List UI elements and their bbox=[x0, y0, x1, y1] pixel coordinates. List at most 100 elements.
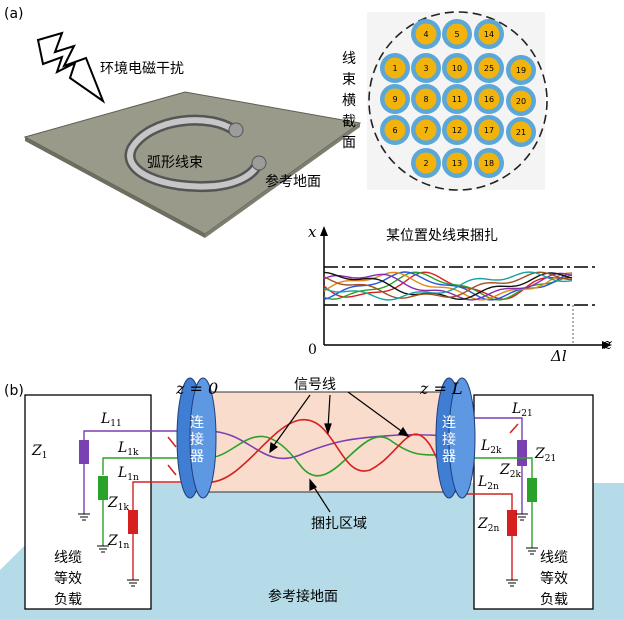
wire-number: 7 bbox=[423, 126, 428, 135]
wire-number: 5 bbox=[454, 30, 459, 39]
svg-text:L11: L11 bbox=[100, 411, 122, 429]
wire-number: 4 bbox=[423, 30, 428, 39]
svg-text:横: 横 bbox=[342, 93, 356, 109]
cross-section-label: 线 束 横 截 面 bbox=[342, 51, 356, 151]
lightning-icon bbox=[36, 31, 106, 104]
svg-text:截: 截 bbox=[342, 114, 356, 130]
left-labels: L11 L1k L1n Z1 Z1k Z1n bbox=[31, 411, 139, 551]
svg-text:接: 接 bbox=[190, 431, 204, 448]
svg-text:Z2n: Z2n bbox=[477, 516, 499, 534]
wire-core bbox=[478, 88, 500, 110]
panel-b-label: (b) bbox=[4, 383, 24, 399]
twist-title: 某位置处线束捆扎 bbox=[386, 228, 498, 244]
wire-core bbox=[510, 90, 532, 112]
signal-wires bbox=[206, 419, 453, 489]
svg-text:连: 连 bbox=[190, 415, 204, 431]
svg-text:L21: L21 bbox=[511, 401, 533, 419]
svg-text:器: 器 bbox=[190, 449, 204, 465]
svg-text:Z1: Z1 bbox=[31, 443, 47, 461]
svg-text:连: 连 bbox=[442, 415, 456, 431]
svg-text:Z21: Z21 bbox=[534, 446, 556, 464]
svg-text:束: 束 bbox=[342, 72, 356, 88]
wire-core bbox=[478, 23, 500, 45]
bundle-region bbox=[196, 391, 457, 493]
wire-number: 11 bbox=[452, 95, 462, 104]
svg-text:接: 接 bbox=[442, 431, 456, 448]
ground-label: 参考地面 bbox=[265, 173, 321, 190]
delta-l-label: Δl bbox=[550, 347, 567, 365]
wire-core bbox=[446, 88, 468, 110]
svg-text:L1n: L1n bbox=[117, 465, 139, 483]
ground-plane bbox=[0, 483, 624, 619]
twist-wire-line bbox=[323, 271, 573, 301]
svg-text:负载: 负载 bbox=[54, 592, 82, 608]
ground-plane-label: 参考接地面 bbox=[268, 588, 338, 605]
twist-plot: x z 0 Δl 某位置处线束捆扎 bbox=[308, 223, 612, 365]
wire-core bbox=[446, 152, 468, 174]
wire-core bbox=[510, 121, 532, 143]
axis-z-label: z bbox=[603, 335, 612, 353]
bundle-region-label: 捆扎区域 bbox=[311, 516, 367, 532]
wire-number: 10 bbox=[452, 64, 462, 73]
wire-core bbox=[415, 57, 437, 79]
svg-text:线: 线 bbox=[342, 51, 356, 67]
svg-text:等效: 等效 bbox=[54, 570, 82, 587]
wire-core bbox=[510, 59, 532, 81]
twist-wire-line bbox=[323, 271, 573, 301]
wire-number: 12 bbox=[452, 126, 462, 135]
wire-number: 17 bbox=[484, 126, 494, 135]
wire-core bbox=[384, 88, 406, 110]
svg-text:Z1n: Z1n bbox=[107, 533, 129, 551]
svg-text:Z1k: Z1k bbox=[107, 495, 129, 513]
wire-number: 16 bbox=[484, 95, 494, 104]
wire-core bbox=[384, 57, 406, 79]
svg-text:器: 器 bbox=[442, 449, 456, 465]
wire-number: 20 bbox=[516, 97, 526, 106]
left-circuit bbox=[78, 430, 190, 587]
svg-text:线缆: 线缆 bbox=[540, 550, 568, 566]
origin-label: 0 bbox=[308, 342, 317, 358]
wire-core bbox=[415, 152, 437, 174]
right-labels: L21 L2k L2n Z21 Z2k Z2n bbox=[477, 401, 556, 534]
right-load-label: 线缆 等效 负载 bbox=[540, 550, 568, 608]
wire-number: 8 bbox=[423, 95, 428, 104]
wire-core bbox=[478, 57, 500, 79]
axis-x-label: x bbox=[308, 223, 317, 241]
wire-number: 18 bbox=[484, 159, 494, 168]
wire-core bbox=[478, 152, 500, 174]
svg-text:L1k: L1k bbox=[117, 440, 139, 458]
left-load-label: 线缆 等效 负载 bbox=[54, 550, 82, 608]
svg-text:面: 面 bbox=[342, 135, 356, 151]
svg-text:负载: 负载 bbox=[540, 592, 568, 608]
svg-text:L2k: L2k bbox=[480, 438, 502, 456]
wire-core bbox=[446, 23, 468, 45]
wire-number: 21 bbox=[516, 128, 526, 137]
wire-number: 6 bbox=[392, 126, 397, 135]
twist-wire-line bbox=[323, 271, 573, 300]
wire-number: 3 bbox=[423, 64, 428, 73]
wire-number: 2 bbox=[423, 159, 428, 168]
panel-a-label: (a) bbox=[4, 6, 24, 22]
wire-number: 9 bbox=[392, 95, 397, 104]
twist-wire-line bbox=[323, 271, 573, 301]
wire-number: 14 bbox=[484, 30, 494, 39]
zL-label: z = L bbox=[419, 379, 463, 398]
wire-core bbox=[415, 23, 437, 45]
svg-text:线缆: 线缆 bbox=[54, 550, 82, 566]
right-connector: 连 接 器 bbox=[435, 377, 476, 499]
wire-core bbox=[446, 119, 468, 141]
bundle-label: 弧形线束 bbox=[147, 155, 203, 171]
svg-text:Z2k: Z2k bbox=[499, 462, 521, 480]
wire-core bbox=[415, 119, 437, 141]
wire-number: 13 bbox=[452, 159, 462, 168]
wire-core bbox=[446, 57, 468, 79]
region-arrow bbox=[309, 478, 331, 513]
left-load-box bbox=[24, 394, 152, 610]
right-circuit bbox=[462, 417, 538, 587]
wire-core bbox=[384, 119, 406, 141]
wire-number: 25 bbox=[484, 64, 494, 73]
z0-label: z = 0 bbox=[175, 379, 218, 398]
left-connector: 连 接 器 bbox=[176, 377, 217, 499]
